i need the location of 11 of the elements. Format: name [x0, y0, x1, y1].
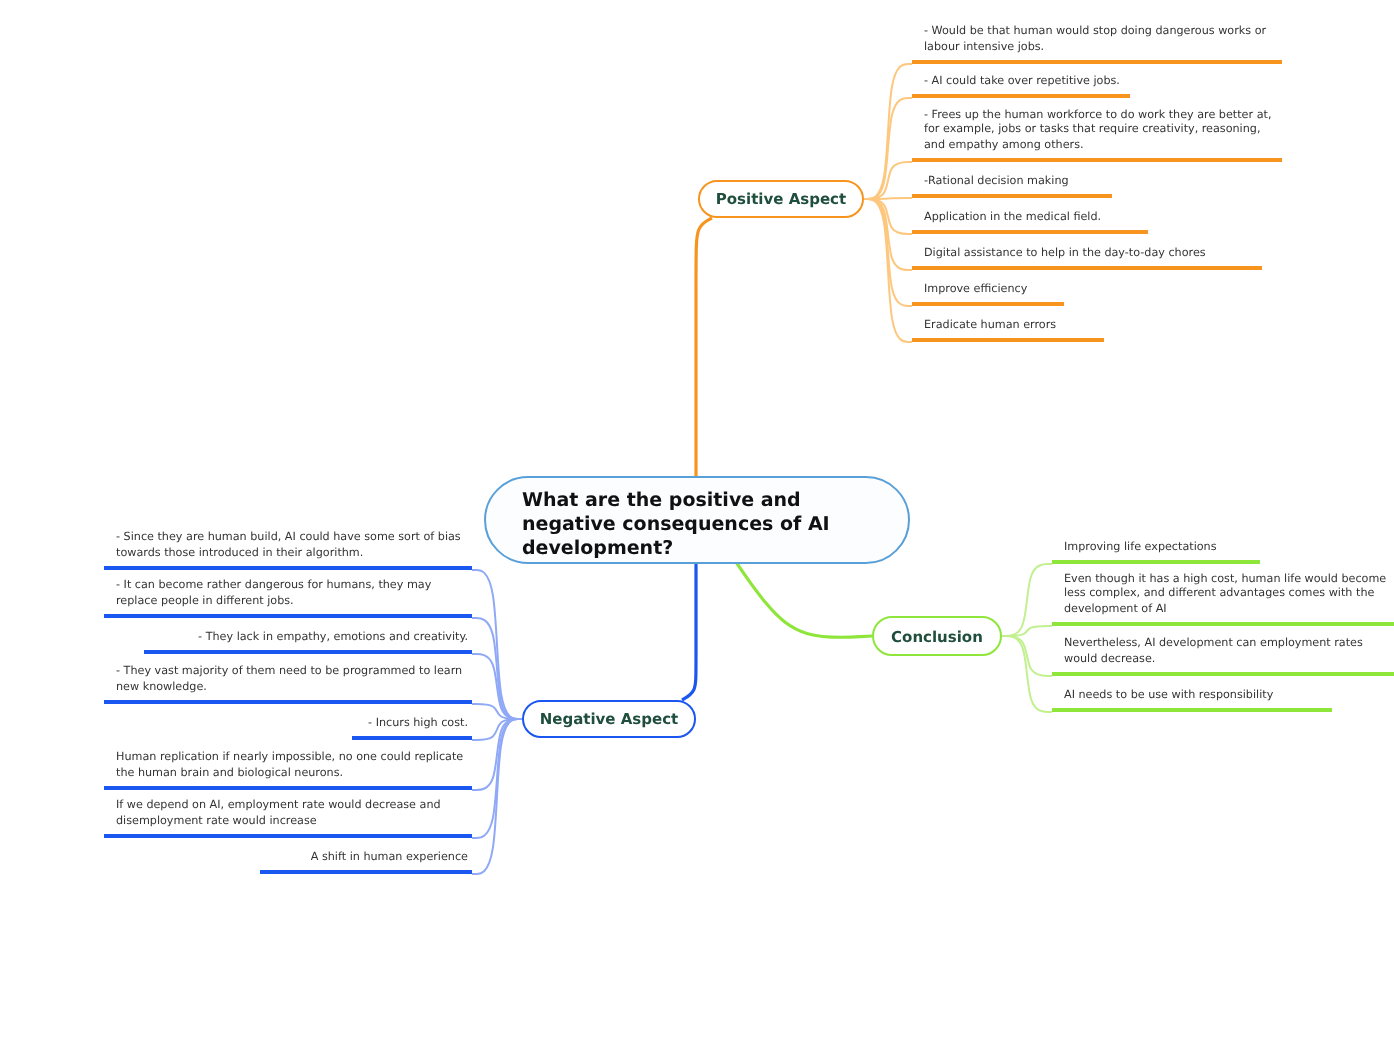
- branch-box: [698, 180, 864, 218]
- central-topic-box: [484, 476, 910, 564]
- branch-box: [872, 616, 1002, 656]
- connector-line: [1001, 635, 1053, 713]
- connector-line: [734, 561, 873, 639]
- topic-text: What are the positive and negative consequences of AI development?: [522, 490, 832, 562]
- branch-box: [522, 700, 696, 738]
- connector-line: [694, 216, 713, 476]
- connector-line: [471, 718, 523, 875]
- connector-line: [681, 564, 698, 702]
- connector-line: [863, 198, 913, 343]
